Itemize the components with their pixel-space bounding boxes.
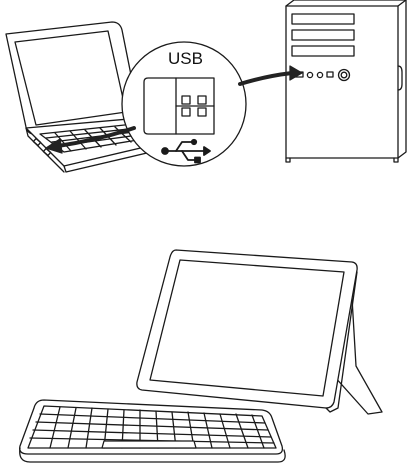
usb-connector-icon [143, 77, 215, 135]
arrow-to-laptop [45, 126, 136, 154]
desktop-tower-icon [285, 0, 407, 163]
usb-label: USB [168, 49, 203, 68]
arrow-to-desktop [238, 65, 303, 86]
usb-trident-icon [161, 138, 211, 164]
tablet-icon [136, 249, 383, 415]
usb-callout [121, 41, 247, 167]
keyboard-icon [19, 399, 286, 463]
